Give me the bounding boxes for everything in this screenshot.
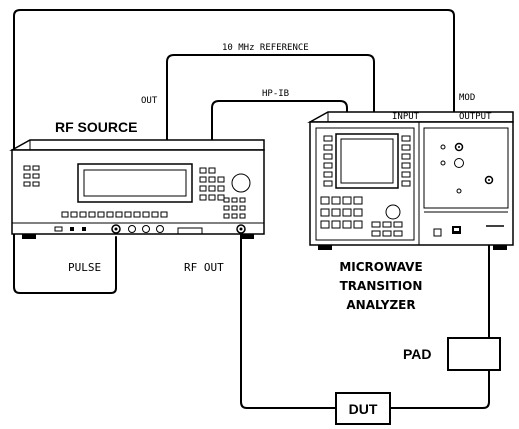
instrument-key <box>97 211 105 218</box>
instrument-key <box>331 196 341 205</box>
instrument-key <box>199 185 207 192</box>
instrument-key <box>199 167 207 174</box>
instrument-key <box>223 205 230 211</box>
instrument-key <box>70 211 78 218</box>
instrument-key <box>79 211 87 218</box>
instrument-key <box>217 176 225 183</box>
rf-source-instrument <box>9 139 265 239</box>
instrument-key <box>342 220 352 229</box>
instrument-key <box>331 220 341 229</box>
instrument-key <box>401 135 411 142</box>
instrument-key <box>320 196 330 205</box>
input-label: INPUT <box>392 112 420 122</box>
hpib-label: HP-IB <box>262 89 289 99</box>
instrument-key <box>320 220 330 229</box>
instrument-key <box>142 211 150 218</box>
instrument-key <box>353 220 363 229</box>
mod-output-label: OUTPUT <box>459 112 492 122</box>
instrument-key <box>393 221 403 228</box>
instrument-key <box>208 194 216 201</box>
instrument-key <box>32 173 40 179</box>
instrument-key <box>342 208 352 217</box>
instrument-key <box>393 230 403 237</box>
instrument-key <box>23 173 31 179</box>
instrument-key <box>88 211 96 218</box>
instrument-key <box>124 211 132 218</box>
reference-cable <box>166 54 375 141</box>
out-label: OUT <box>141 96 158 106</box>
mta-label-line3: ANALYZER <box>346 298 415 312</box>
instrument-key <box>323 180 333 187</box>
instrument-key <box>323 144 333 151</box>
instrument-key <box>401 153 411 160</box>
instrument-key <box>382 221 392 228</box>
instrument-key <box>342 196 352 205</box>
instrument-key <box>353 196 363 205</box>
instrument-key <box>223 213 230 219</box>
rf-out-label: RF OUT <box>184 261 224 274</box>
instrument-key <box>320 208 330 217</box>
mta-label-line2: TRANSITION <box>340 279 423 293</box>
instrument-key <box>32 181 40 187</box>
instrument-key <box>115 211 123 218</box>
instrument-key <box>231 213 238 219</box>
instrument-key <box>323 135 333 142</box>
pulse-label: PULSE <box>68 261 101 274</box>
mta-screen <box>335 133 399 189</box>
instrument-key <box>208 167 216 174</box>
pad-box <box>447 337 501 371</box>
hpib-cable <box>211 100 348 141</box>
mta-knob <box>385 204 401 220</box>
mod-label: MOD <box>459 93 475 103</box>
instrument-key <box>323 162 333 169</box>
rf-out-cable <box>240 236 337 409</box>
reference-label: 10 MHz REFERENCE <box>222 43 309 53</box>
instrument-key <box>106 211 114 218</box>
rf-source-label: RF SOURCE <box>55 119 137 135</box>
instrument-key <box>401 144 411 151</box>
instrument-key <box>23 181 31 187</box>
instrument-key <box>239 213 246 219</box>
instrument-key <box>61 211 69 218</box>
instrument-key <box>208 185 216 192</box>
instrument-key <box>231 205 238 211</box>
instrument-key <box>23 165 31 171</box>
instrument-key <box>199 176 207 183</box>
mta-label-line1: MICROWAVE <box>339 260 422 274</box>
instrument-key <box>239 197 246 203</box>
instrument-key <box>401 180 411 187</box>
pad-label: PAD <box>403 346 432 362</box>
instrument-key <box>208 176 216 183</box>
instrument-key <box>32 165 40 171</box>
instrument-key <box>382 230 392 237</box>
instrument-key <box>133 211 141 218</box>
instrument-key <box>231 197 238 203</box>
instrument-key <box>217 185 225 192</box>
instrument-key <box>151 211 159 218</box>
instrument-key <box>160 211 168 218</box>
instrument-key <box>323 153 333 160</box>
dut-box <box>335 392 391 425</box>
rf-source-knob <box>231 173 251 193</box>
dut-label: DUT <box>349 401 378 417</box>
instrument-key <box>239 205 246 211</box>
instrument-key <box>323 171 333 178</box>
microwave-transition-analyzer <box>307 111 514 250</box>
instrument-key <box>223 197 230 203</box>
instrument-key <box>401 162 411 169</box>
instrument-key <box>353 208 363 217</box>
instrument-key <box>371 230 381 237</box>
instrument-key <box>331 208 341 217</box>
dut-pad-cable <box>389 369 490 409</box>
instrument-key <box>371 221 381 228</box>
instrument-key <box>401 171 411 178</box>
instrument-key <box>199 194 207 201</box>
